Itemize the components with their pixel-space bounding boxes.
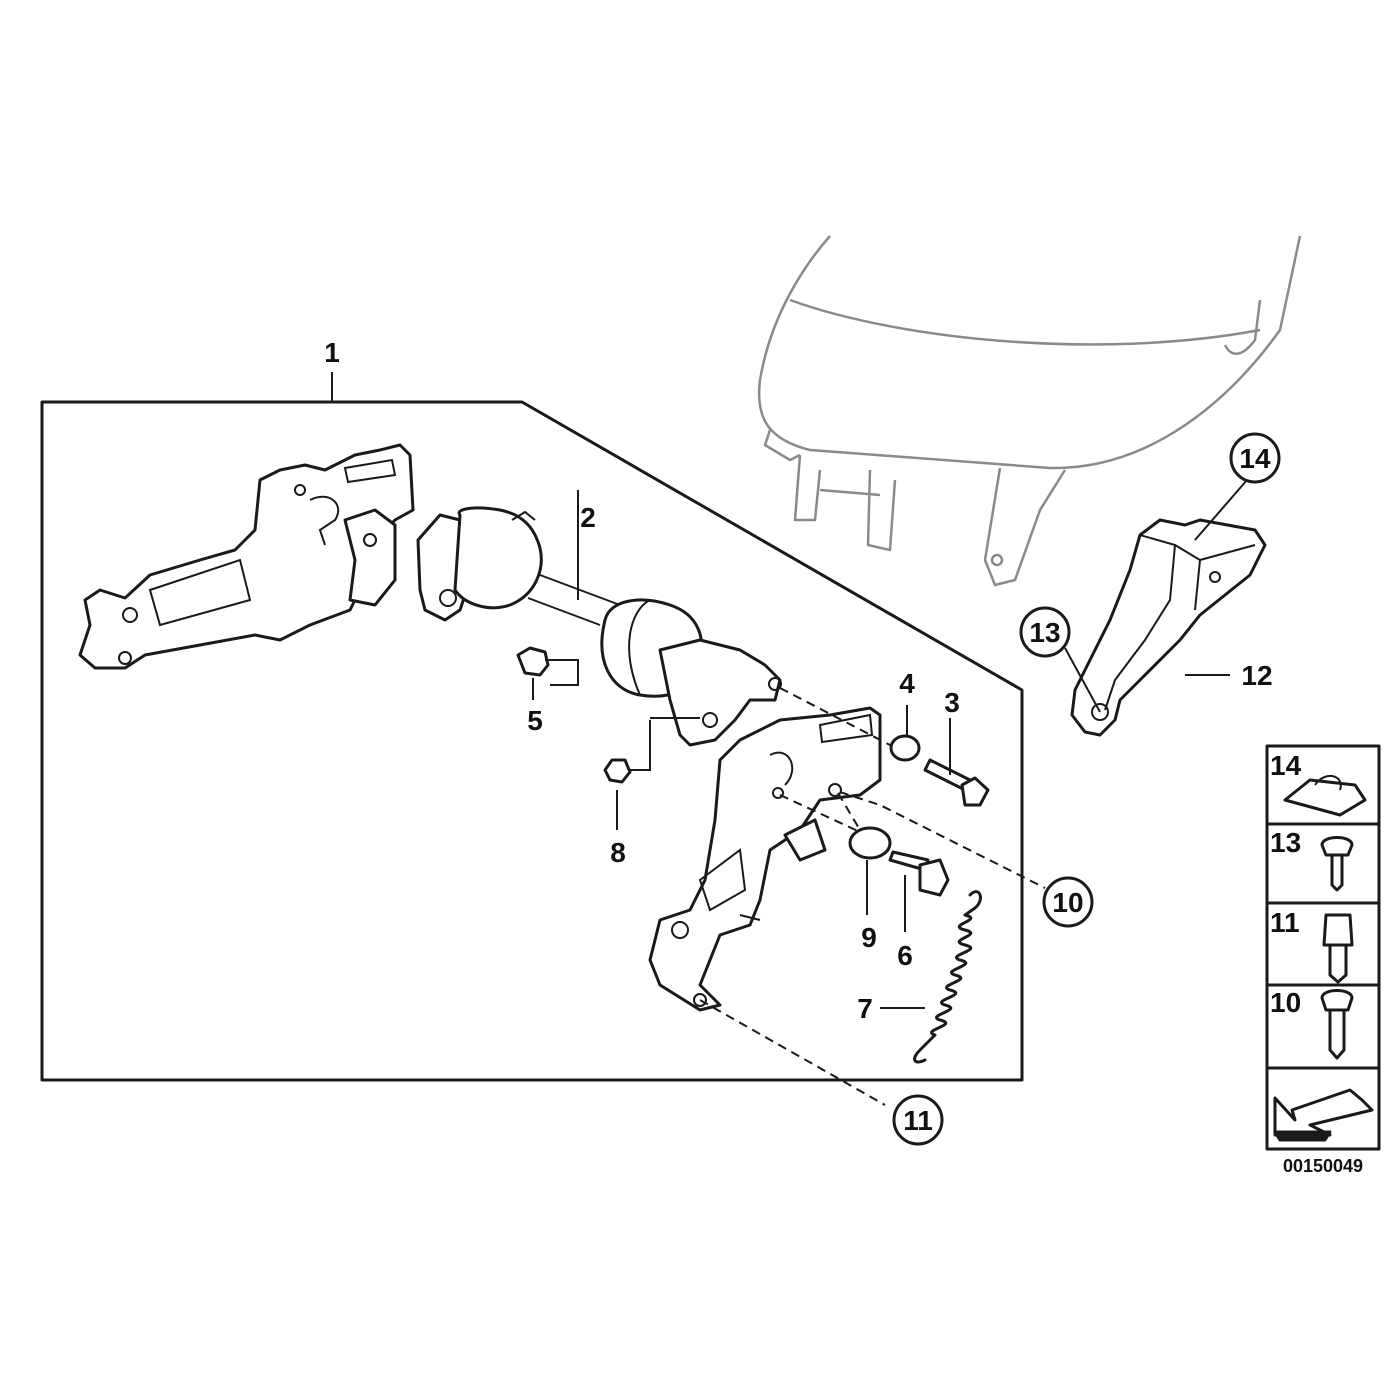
legend-label-11: 11: [1270, 907, 1300, 938]
callout-13-circle: 13: [1019, 606, 1071, 658]
fastener-legend: [1265, 744, 1381, 1151]
nut-item-8: [603, 720, 651, 830]
callout-10: 10: [1052, 887, 1083, 918]
diagram-id: 00150049: [1283, 1156, 1363, 1176]
callout-8: 8: [610, 837, 626, 868]
callout-11: 11: [903, 1105, 933, 1136]
callout-14-circle: 14: [1229, 432, 1281, 484]
callout-14: 14: [1239, 443, 1271, 474]
callout-2: 2: [580, 502, 596, 533]
trim-cover-item-12: [1064, 479, 1267, 737]
callout-13: 13: [1029, 617, 1060, 648]
callout-1: 1: [324, 337, 340, 368]
right-bracket: [648, 706, 882, 1012]
nut-item-5: [516, 646, 579, 686]
legend-label-14: 14: [1270, 750, 1302, 781]
washer-item-4: [889, 705, 921, 762]
left-bracket: [78, 443, 415, 670]
callout-7: 7: [857, 993, 873, 1024]
assembly-frame: [40, 372, 1024, 1082]
shaft-tube: [416, 490, 782, 747]
legend-label-10: 10: [1270, 987, 1301, 1018]
washer-item-9: [848, 826, 892, 915]
callout-11-circle: 11: [892, 1094, 944, 1146]
callout-10-circle: 10: [1042, 876, 1094, 928]
spring-item-7: [880, 890, 982, 1064]
seat-outline: [757, 235, 1302, 587]
callout-12: 12: [1241, 660, 1272, 691]
callout-3: 3: [944, 687, 960, 718]
callout-4: 4: [899, 668, 915, 699]
callout-5: 5: [527, 705, 543, 736]
callout-9: 9: [861, 922, 877, 953]
bolt-item-6: [888, 850, 950, 932]
callout-6: 6: [897, 940, 913, 971]
bolt-item-3: [923, 718, 990, 807]
legend-label-13: 13: [1270, 827, 1301, 858]
